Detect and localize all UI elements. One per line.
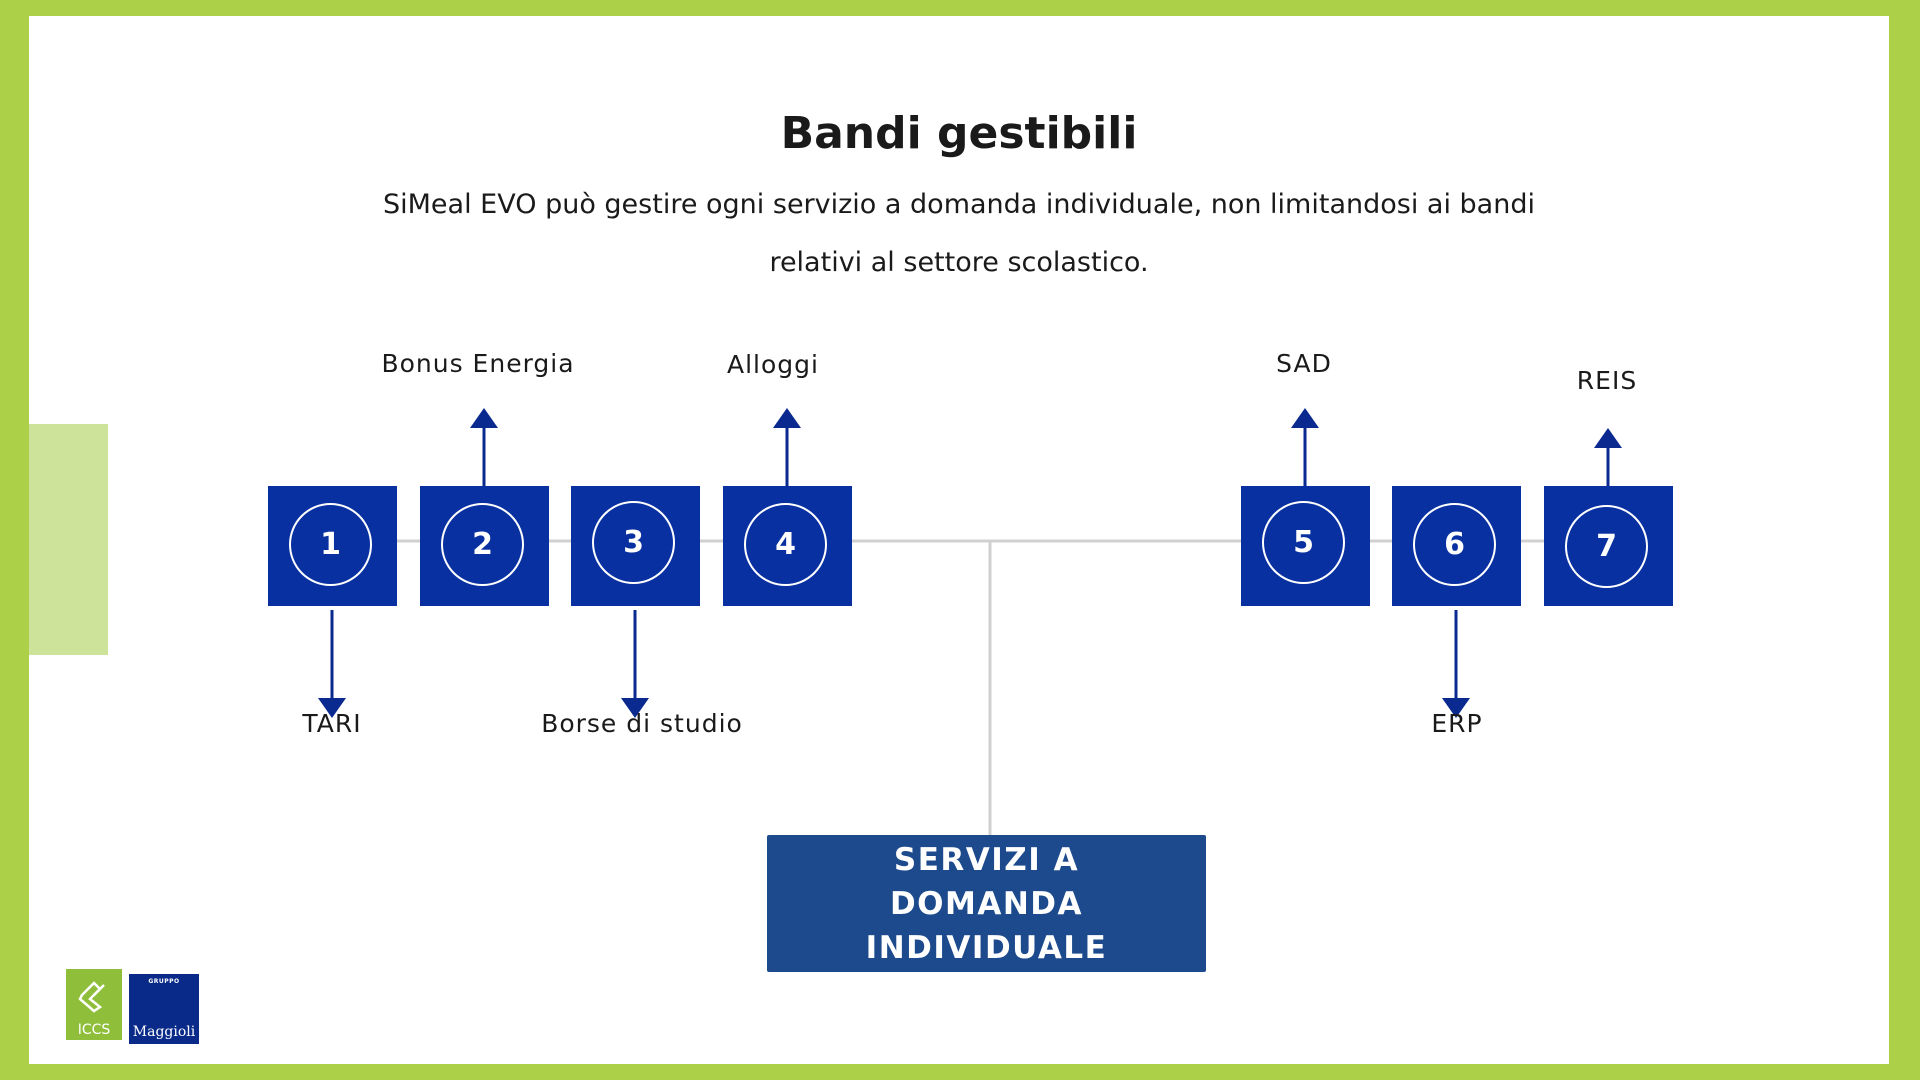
slide-canvas: Bandi gestibili SiMeal EVO può gestire o… [29, 16, 1889, 1064]
node-number: 2 [441, 503, 524, 586]
maggioli-logo-text: Maggioli [132, 1024, 196, 1040]
node-3: 3 [571, 486, 700, 606]
accent-bar [29, 424, 108, 655]
center-label: SERVIZI A DOMANDA INDIVIDUALE [865, 841, 1108, 966]
label-tari: TARI [302, 709, 362, 738]
node-6: 6 [1392, 486, 1521, 606]
iccs-logo-text: ICCS [77, 1022, 111, 1038]
label-bonus-energia: Bonus Energia [381, 349, 575, 378]
iccs-logo: ICCS [66, 969, 122, 1040]
node-5: 5 [1241, 486, 1370, 606]
page-title: Bandi gestibili [780, 108, 1138, 159]
node-number: 4 [744, 503, 827, 586]
node-number: 6 [1413, 503, 1496, 586]
arrowhead-tari [318, 698, 346, 718]
arrowhead-sad [1291, 408, 1319, 428]
arrowhead-borse-studio [621, 698, 649, 718]
node-7: 7 [1544, 486, 1673, 606]
label-borse-di-studio: Borse di studio [541, 709, 743, 738]
label-erp: ERP [1431, 709, 1483, 738]
label-sad: SAD [1276, 349, 1332, 378]
maggioli-logo-top: GRUPPO [148, 978, 180, 985]
iccs-mark-icon [78, 981, 105, 1013]
node-number: 1 [289, 503, 372, 586]
node-1: 1 [268, 486, 397, 606]
node-number: 3 [592, 501, 675, 584]
arrowhead-reis [1594, 428, 1622, 448]
label-reis: REIS [1576, 366, 1638, 395]
arrowhead-erp [1442, 698, 1470, 718]
node-2: 2 [420, 486, 549, 606]
node-4: 4 [723, 486, 852, 606]
center-box: SERVIZI A DOMANDA INDIVIDUALE [767, 835, 1206, 972]
node-number: 5 [1262, 501, 1345, 584]
label-alloggi: Alloggi [727, 350, 819, 379]
page-subtitle: SiMeal EVO può gestire ogni servizio a d… [383, 189, 1535, 278]
arrowhead-bonus-energia [470, 408, 498, 428]
arrowhead-alloggi [773, 408, 801, 428]
node-number: 7 [1565, 505, 1648, 588]
maggioli-logo: GRUPPO Maggioli [129, 974, 199, 1044]
